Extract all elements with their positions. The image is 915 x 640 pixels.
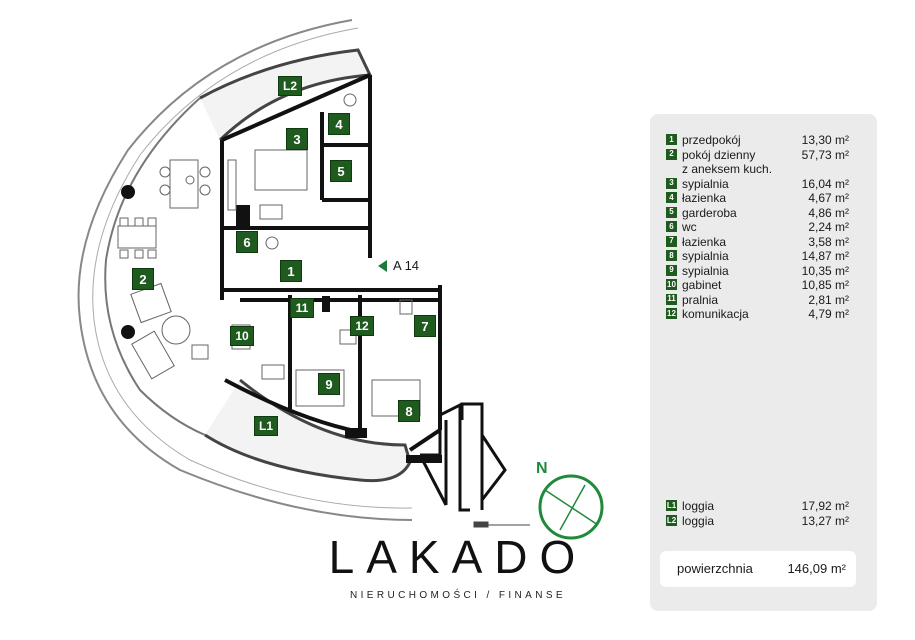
unit-label: A 14 [378,258,419,273]
legend-room-name: sypialnia [682,176,729,191]
room-marker: 4 [328,113,350,135]
outer-wall-arc [77,19,413,521]
room-marker: 6 [236,231,258,253]
scale-bar [473,521,530,528]
room-marker: 11 [290,298,314,318]
legend-room-area: 13,30 m² [801,133,849,147]
legend-room-area: 4,79 m² [808,307,849,321]
legend-row: 1 przedpokój 13,30 m² [666,133,849,147]
room-marker: 3 [286,128,308,150]
legend-row: z aneksem kuch. [666,162,849,176]
legend-room-area: 14,87 m² [801,249,849,263]
brand-logo-name: LAKADO [328,531,588,583]
legend-row: L1 loggia 17,92 m² [666,499,849,513]
legend-room-area: 16,04 m² [801,176,849,191]
legend-room-area: 57,73 m² [801,147,849,162]
legend-room-area: 4,86 m² [808,205,849,220]
legend-number-badge: 4 [666,192,677,203]
legend-room-area: 4,67 m² [808,191,849,205]
legend-number-badge: L1 [666,500,677,511]
brand-tagline: NIERUCHOMOŚCI / FINANSE [350,590,566,601]
legend-room-name: przedpokój [682,133,741,147]
legend-room-name: sypialnia [682,249,729,263]
legend-room-name: sypialnia [682,263,729,278]
legend-number-badge: 12 [666,308,677,319]
room-marker: 5 [330,160,352,182]
legend-row: 5 garderoba 4,86 m² [666,206,849,220]
compass-rose [538,474,604,540]
column-2 [121,325,135,339]
legend-number-badge: 3 [666,177,677,189]
legend-number-badge: 8 [666,250,677,261]
unit-number: A 14 [393,258,420,273]
legend-room-name: loggia [682,499,715,513]
legend-room-name: pokój dzienny [682,147,756,162]
legend-row: 11 pralnia 2,81 m² [666,293,849,307]
legend-row: 8 sypialnia 14,87 m² [666,249,849,263]
compass-north-label: N [536,460,548,477]
legend-room-name: wc [682,220,697,234]
loggia-l1-inner [204,378,412,483]
total-area-value: 146,09 m² [787,561,846,576]
legend-room-area: 2,24 m² [808,220,849,234]
legend-room-area: 2,81 m² [808,292,849,307]
legend-row: 6 wc 2,24 m² [666,220,849,234]
room-marker: 8 [398,400,420,422]
legend-number-badge: 7 [666,235,677,247]
legend-number-badge: 10 [666,279,677,290]
legend-number-badge: 9 [666,264,677,276]
legend-room-name: łazienka [682,234,727,249]
legend-room-name: gabinet [682,278,722,292]
legend-row: 9 sypialnia 10,35 m² [666,264,849,278]
total-area-label: powierzchnia [677,561,753,576]
area-legend-panel: 1 przedpokój 13,30 m² 2 pokój dzienny 57,73 m… [650,114,877,611]
legend-room-area: 17,92 m² [801,499,849,513]
legend-row: L2 loggia 13,27 m² [666,514,849,528]
total-area-box: powierzchnia 146,09 m² [660,551,856,587]
room-marker: 12 [350,316,374,336]
legend-room-name: z aneksem kuch. [682,162,773,176]
legend-row: 2 pokój dzienny 57,73 m² [666,148,849,162]
legend-row: 12 komunikacja 4,79 m² [666,307,849,321]
legend-room-name: pralnia [682,292,719,307]
legend-room-area: 3,58 m² [808,234,849,249]
legend-room-name: garderoba [682,205,737,220]
legend-room-area: 10,35 m² [801,263,849,278]
legend-row: 3 sypialnia 16,04 m² [666,177,849,191]
legend-number-badge: L2 [666,515,677,526]
legend-number-badge: 1 [666,134,677,145]
room-marker: 10 [230,326,254,346]
legend-number-badge: 11 [666,293,677,305]
room-marker: 1 [280,260,302,282]
legend-room-area: 13,27 m² [801,514,849,528]
logo-mark [418,402,507,512]
legend-number-badge: 5 [666,206,677,218]
room-marker: 9 [318,373,340,395]
legend-number-badge: 6 [666,221,677,232]
room-marker: 7 [414,315,436,337]
loggia-marker: L1 [254,416,278,436]
thick-walls [236,205,442,463]
entrance-arrow-icon [378,259,387,272]
legend-room-name: łazienka [682,191,727,205]
legend-row: 4 łazienka 4,67 m² [666,191,849,205]
legend-room-name: komunikacja [682,307,749,321]
legend-number-badge: 2 [666,148,677,160]
room-marker: 2 [132,268,154,290]
legend-room-area: 10,85 m² [801,278,849,292]
outer-wall-arc-inner [92,27,413,509]
loggia-marker: L2 [278,76,302,96]
column-1 [121,185,135,199]
legend-row: 10 gabinet 10,85 m² [666,278,849,292]
furniture [117,93,421,417]
living-room-wall [104,97,206,436]
legend-room-name: loggia [682,514,715,528]
legend-row: 7 łazienka 3,58 m² [666,235,849,249]
